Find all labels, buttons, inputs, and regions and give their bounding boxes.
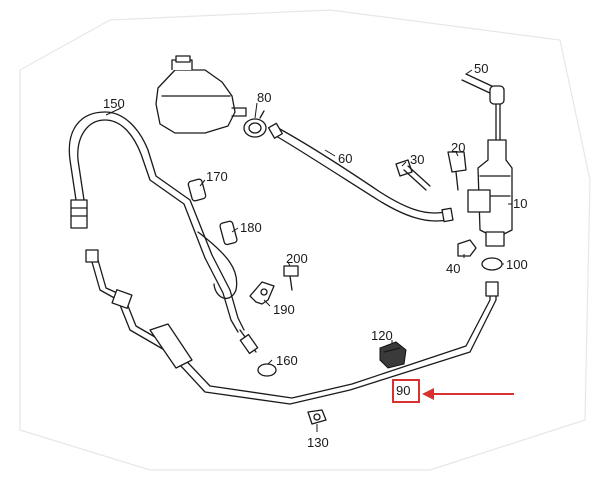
hose-150 bbox=[68, 111, 259, 355]
callout-150: 150 bbox=[103, 96, 125, 111]
callout-30: 30 bbox=[410, 152, 425, 167]
callout-130: 130 bbox=[307, 435, 329, 450]
reservoir-tank bbox=[155, 55, 247, 134]
background-frame-outline bbox=[19, 9, 591, 471]
callout-200: 200 bbox=[286, 251, 308, 266]
highlight-arrow bbox=[422, 388, 514, 400]
callout-170: 170 bbox=[206, 169, 228, 184]
callout-90: 90 bbox=[396, 383, 411, 398]
callout-20: 20 bbox=[451, 140, 466, 155]
hose-60 bbox=[267, 122, 454, 223]
highlight-box bbox=[392, 379, 420, 403]
callout-120: 120 bbox=[371, 328, 393, 343]
callout-40: 40 bbox=[446, 261, 461, 276]
clip-130 bbox=[307, 409, 327, 425]
master-cylinder-10 bbox=[467, 103, 513, 247]
clutch-line-90 bbox=[85, 249, 499, 405]
callout-100: 100 bbox=[506, 257, 528, 272]
clip-120 bbox=[379, 341, 407, 369]
callout-50: 50 bbox=[474, 61, 489, 76]
callout-180: 180 bbox=[240, 220, 262, 235]
nut-40 bbox=[457, 239, 477, 257]
callout-160: 160 bbox=[276, 353, 298, 368]
bracket-190 bbox=[249, 281, 275, 305]
callout-10: 10 bbox=[513, 196, 528, 211]
o-ring-160 bbox=[257, 363, 277, 377]
callout-190: 190 bbox=[273, 302, 295, 317]
bolt-20 bbox=[447, 151, 467, 191]
screw-200 bbox=[283, 265, 299, 291]
push-rod-50 bbox=[461, 73, 505, 105]
callout-60: 60 bbox=[338, 151, 353, 166]
clamp-80 bbox=[243, 110, 267, 138]
fitting-180 bbox=[219, 220, 238, 246]
bolt-30 bbox=[395, 159, 431, 191]
leader-lines bbox=[105, 69, 512, 432]
callout-80: 80 bbox=[257, 90, 272, 105]
seal-100 bbox=[481, 257, 503, 271]
